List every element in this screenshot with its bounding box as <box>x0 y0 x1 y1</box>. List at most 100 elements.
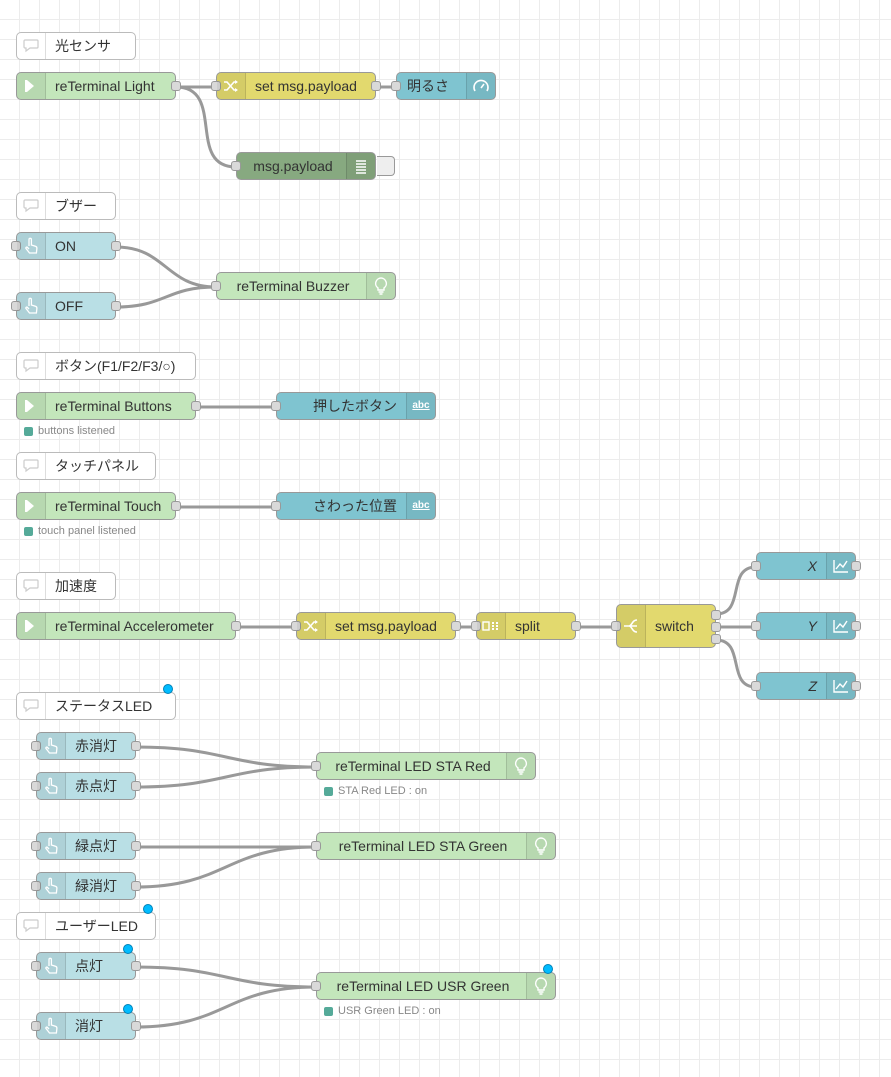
input-port[interactable] <box>271 401 281 411</box>
comment-node-accel[interactable]: 加速度 <box>16 572 116 600</box>
gauge-icon <box>466 73 495 99</box>
output-port[interactable] <box>131 881 141 891</box>
text-node-pressed-button[interactable]: 押したボタン abc <box>271 392 436 420</box>
input-port[interactable] <box>311 981 321 991</box>
comment-node-user-led[interactable]: ユーザーLED <box>16 912 156 940</box>
debug-toggle-button[interactable] <box>377 156 395 176</box>
input-port[interactable] <box>311 841 321 851</box>
change-node-light[interactable]: set msg.payload <box>211 72 381 100</box>
text-node-touched-position[interactable]: さわった位置 abc <box>271 492 436 520</box>
node-status: STA Red LED : on <box>324 785 427 797</box>
output-port[interactable] <box>231 621 241 631</box>
input-port[interactable] <box>751 621 761 631</box>
arrow-in-icon <box>17 73 46 99</box>
wire <box>714 638 758 689</box>
output-port[interactable] <box>131 781 141 791</box>
button-node-red-off[interactable]: 赤消灯 <box>31 732 141 760</box>
output-port[interactable] <box>111 241 121 251</box>
output-port[interactable] <box>851 621 861 631</box>
output-port[interactable] <box>171 501 181 511</box>
input-port[interactable] <box>31 881 41 891</box>
comment-node-buzzer[interactable]: ブザー <box>16 192 116 220</box>
input-port[interactable] <box>391 81 401 91</box>
node-label: 緑点灯 <box>75 838 117 854</box>
change-node-accel[interactable]: set msg.payload <box>291 612 461 640</box>
button-node-user-on[interactable]: 点灯 <box>31 952 141 980</box>
node-label: reTerminal LED STA Green <box>338 838 508 854</box>
changed-marker <box>543 964 553 974</box>
output-port[interactable] <box>571 621 581 631</box>
button-node-green-off[interactable]: 緑消灯 <box>31 872 141 900</box>
input-port[interactable] <box>31 781 41 791</box>
output-port[interactable] <box>171 81 181 91</box>
reterminal-buzzer-node[interactable]: reTerminal Buzzer <box>211 272 396 300</box>
input-port[interactable] <box>311 761 321 771</box>
node-label: さわった位置 <box>313 498 397 514</box>
input-port[interactable] <box>31 1021 41 1031</box>
chart-node-y[interactable]: Y <box>751 612 861 640</box>
output-port[interactable] <box>851 561 861 571</box>
comment-node-buttons[interactable]: ボタン(F1/F2/F3/○) <box>16 352 196 380</box>
output-port[interactable] <box>851 681 861 691</box>
node-status: touch panel listened <box>24 525 136 537</box>
comment-label: タッチパネル <box>55 458 139 474</box>
gauge-node-brightness[interactable]: 明るさ <box>391 72 496 100</box>
node-label: reTerminal Buzzer <box>236 278 350 294</box>
node-label: Y <box>807 618 817 634</box>
output-port-3[interactable] <box>711 634 721 644</box>
input-port[interactable] <box>11 241 21 251</box>
node-label: msg.payload <box>253 158 333 174</box>
wire <box>134 985 318 1029</box>
input-port[interactable] <box>751 681 761 691</box>
input-port[interactable] <box>271 501 281 511</box>
button-node-red-on[interactable]: 赤点灯 <box>31 772 141 800</box>
input-port[interactable] <box>231 161 241 171</box>
status-text: touch panel listened <box>38 525 136 537</box>
chart-node-z[interactable]: Z <box>751 672 861 700</box>
button-node-green-on[interactable]: 緑点灯 <box>31 832 141 860</box>
button-node-user-off[interactable]: 消灯 <box>31 1012 141 1040</box>
output-port[interactable] <box>111 301 121 311</box>
output-port[interactable] <box>131 1021 141 1031</box>
node-label: 明るさ <box>407 78 449 94</box>
hand-pointer-icon <box>37 873 66 899</box>
chart-node-x[interactable]: X <box>751 552 861 580</box>
reterminal-accelerometer-node[interactable]: reTerminal Accelerometer <box>16 612 241 640</box>
input-port[interactable] <box>751 561 761 571</box>
output-port[interactable] <box>451 621 461 631</box>
input-port[interactable] <box>611 621 621 631</box>
output-port-2[interactable] <box>711 622 721 632</box>
input-port[interactable] <box>31 741 41 751</box>
reterminal-touch-node[interactable]: reTerminal Touch <box>16 492 181 520</box>
input-port[interactable] <box>471 621 481 631</box>
reterminal-buttons-node[interactable]: reTerminal Buttons <box>16 392 201 420</box>
reterminal-light-node[interactable]: reTerminal Light <box>16 72 181 100</box>
input-port[interactable] <box>211 81 221 91</box>
reterminal-led-sta-red-node[interactable]: reTerminal LED STA Red <box>311 752 536 780</box>
comment-node-touch[interactable]: タッチパネル <box>16 452 156 480</box>
switch-node[interactable]: switch <box>611 604 721 648</box>
comment-node-light[interactable]: 光センサ <box>16 32 136 60</box>
button-node-buzzer-on[interactable]: ON <box>11 232 121 260</box>
button-node-buzzer-off[interactable]: OFF <box>11 292 121 320</box>
output-port[interactable] <box>371 81 381 91</box>
output-port-1[interactable] <box>711 610 721 620</box>
node-label: Z <box>808 678 817 694</box>
output-port[interactable] <box>131 741 141 751</box>
node-label: set msg.payload <box>255 78 357 94</box>
comment-node-status-led[interactable]: ステータスLED <box>16 692 176 720</box>
output-port[interactable] <box>131 841 141 851</box>
reterminal-led-usr-green-node[interactable]: reTerminal LED USR Green <box>311 972 556 1000</box>
input-port[interactable] <box>291 621 301 631</box>
output-port[interactable] <box>191 401 201 411</box>
debug-node[interactable]: msg.payload <box>231 152 395 180</box>
split-node[interactable]: split <box>471 612 581 640</box>
input-port[interactable] <box>11 301 21 311</box>
output-port[interactable] <box>131 961 141 971</box>
switch-icon <box>617 605 646 647</box>
input-port[interactable] <box>31 841 41 851</box>
input-port[interactable] <box>31 961 41 971</box>
comment-icon <box>17 693 46 719</box>
reterminal-led-sta-green-node[interactable]: reTerminal LED STA Green <box>311 832 556 860</box>
input-port[interactable] <box>211 281 221 291</box>
